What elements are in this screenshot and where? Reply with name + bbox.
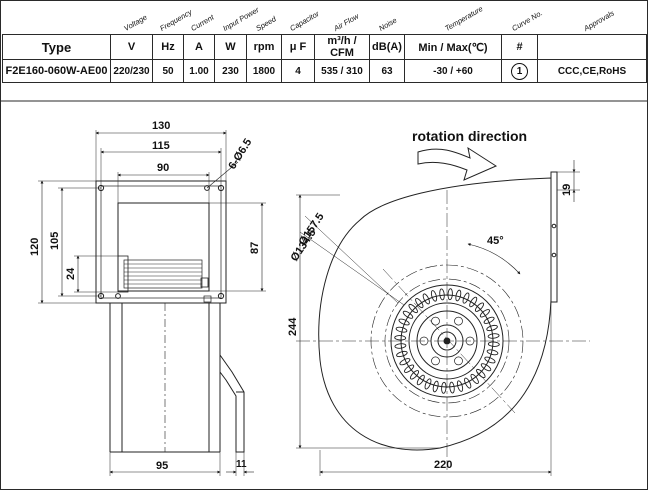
impeller-blade [455, 289, 462, 302]
rot-current: Current [183, 2, 215, 35]
impeller-blade [398, 318, 410, 326]
model-name: F2E160-060W-AE00 [2, 59, 111, 83]
hub-hole [454, 316, 463, 326]
rotated-header-row: Voltage Frequency Current Input Power Sp… [2, 2, 647, 35]
dim-90: 90 [157, 162, 169, 174]
side-view [296, 160, 590, 476]
impeller-blade [408, 303, 418, 314]
impeller-blade [470, 373, 479, 384]
impeller-blade [439, 288, 445, 301]
impeller-blade [487, 333, 500, 339]
impeller-blade [441, 381, 447, 394]
front-view [38, 130, 266, 476]
header-cell: m³/h / CFM [314, 34, 370, 60]
dim-115: 115 [152, 140, 170, 152]
impeller-blade [399, 358, 411, 366]
hub-hole [454, 356, 463, 366]
impeller-blade [464, 377, 472, 389]
spec-table: Voltage Frequency Current Input Power Sp… [2, 2, 647, 83]
impeller-blade [416, 374, 425, 386]
impeller-blade [476, 368, 486, 379]
rot-power: Input Power [214, 2, 260, 35]
impeller-blade [483, 316, 495, 324]
impeller-blade [424, 378, 432, 390]
hub-hole [431, 316, 440, 326]
impeller-blade [449, 381, 455, 394]
dim-220: 220 [434, 459, 452, 471]
impeller-blade [394, 335, 407, 341]
impeller-blade [479, 309, 490, 318]
curve-number-circle: 1 [511, 62, 528, 80]
curve-number-cell: 1 [501, 59, 538, 83]
impeller-blade [394, 343, 407, 349]
impeller-blade [480, 363, 492, 372]
rot-voltage: Voltage [110, 2, 153, 35]
blank-rot-cell [2, 2, 111, 35]
impeller-blade [415, 298, 424, 309]
value-cell: 50 [152, 59, 184, 83]
rot-capacitor: Capacitor [281, 2, 321, 35]
value-cell: 1800 [246, 59, 282, 83]
hub-hole [431, 356, 440, 366]
impeller-blade [430, 290, 438, 302]
rot-speed: Speed [246, 2, 282, 35]
impeller-blade [486, 349, 499, 356]
impeller-blade [486, 324, 498, 332]
rot-approvals: Approvals [537, 2, 647, 35]
impeller-blade [474, 302, 485, 312]
header-cell: Hz [152, 34, 184, 60]
header-cell: rpm [246, 34, 282, 60]
value-cell: 63 [369, 59, 405, 83]
impeller-blade [404, 364, 415, 373]
dim-19: 19 [561, 184, 573, 196]
header-cell: A [183, 34, 215, 60]
approvals-value: CCC,CE,RoHS [537, 59, 647, 83]
dim-95: 95 [156, 460, 168, 472]
value-cell: 4 [281, 59, 315, 83]
impeller-blade [447, 288, 453, 301]
value-cell: 230 [214, 59, 247, 83]
impeller-blade [487, 341, 500, 347]
rotation-arrow-icon [417, 146, 498, 181]
header-cell: dB(A) [369, 34, 405, 60]
impeller-blade [395, 326, 408, 333]
dim-120: 120 [29, 238, 41, 256]
rotation-direction-label: rotation direction [412, 128, 527, 144]
rot-curve: Curve No. [501, 2, 544, 35]
impeller-blade [484, 356, 496, 364]
value-row: F2E160-060W-AE00 220/230 50 1.00 230 180… [2, 59, 647, 83]
side-dimension-labels: Ø157.5 Ø134.5 45° 19 244 220 [287, 184, 573, 471]
dim-11: 11 [236, 459, 247, 470]
dim-105: 105 [49, 232, 61, 250]
impeller-blade [456, 380, 464, 392]
impeller-blade [432, 380, 439, 393]
rot-noise: Noise [369, 2, 405, 35]
impeller-blade [409, 370, 420, 380]
dim-87: 87 [249, 242, 261, 254]
impeller-blade [462, 292, 470, 304]
dim-holes: 6-Ø6.5 [226, 137, 254, 172]
impeller-blade [396, 350, 408, 358]
value-cell: -30 / +60 [404, 59, 502, 83]
impeller-blade [469, 296, 478, 308]
rot-frequency: Frequency [152, 2, 193, 35]
rot-airflow: Air Flow [314, 2, 370, 35]
impeller-blade [402, 310, 414, 319]
header-cell: Min / Max(℃) [404, 34, 502, 60]
impeller-blade [422, 293, 430, 305]
dim-angle: 45° [487, 235, 504, 247]
dim-244: 244 [287, 317, 299, 336]
value-cell: 535 / 310 [314, 59, 370, 83]
dim-130: 130 [152, 120, 170, 132]
value-cell: 220/230 [110, 59, 153, 83]
rot-temperature: Temperature [404, 2, 502, 35]
dim-24: 24 [65, 267, 77, 280]
